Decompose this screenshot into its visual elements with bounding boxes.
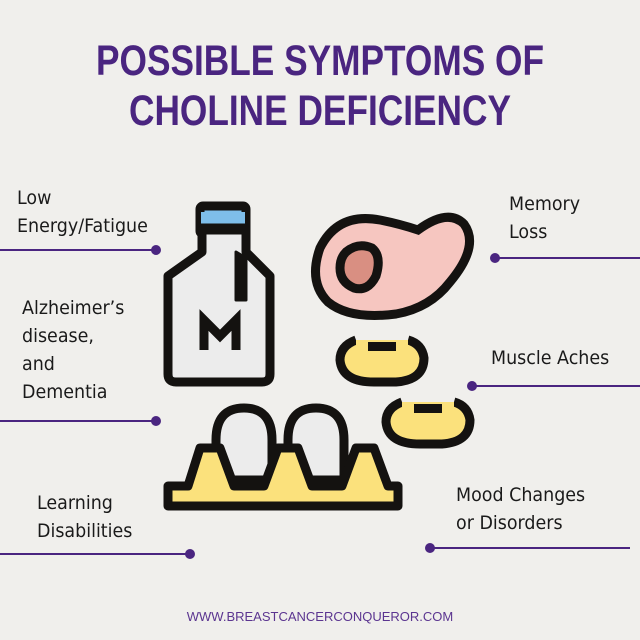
title-line-2: CHOLINE DEFICIENCY — [128, 87, 512, 135]
connector-line — [0, 553, 190, 555]
connector-dot — [151, 416, 161, 426]
symptom-text: Memory — [509, 193, 581, 215]
symptom-text: disease, — [22, 325, 94, 347]
symptom-low-energy: Low Energy/Fatigue — [17, 184, 148, 240]
meat-steak-icon — [311, 212, 475, 320]
symptom-memory-loss: Memory Loss — [509, 190, 580, 246]
page-title: POSSIBLE SYMPTOMS OF CHOLINE DEFICIENCY — [58, 36, 583, 136]
title-line-1: POSSIBLE SYMPTOMS OF — [95, 37, 545, 85]
symptom-mood-changes: Mood Changes or Disorders — [456, 481, 585, 537]
connector-line — [495, 257, 640, 259]
connector-line — [472, 385, 640, 387]
connector-dot — [185, 549, 195, 559]
symptom-alzheimers: Alzheimer’s disease, and Dementia — [22, 294, 124, 406]
symptom-text: or Disorders — [456, 512, 563, 534]
symptom-text: Muscle Aches — [491, 347, 610, 369]
symptom-text: Energy/Fatigue — [17, 215, 148, 237]
egg-carton-icon — [163, 403, 403, 511]
bean-icon — [381, 397, 475, 449]
symptom-muscle-aches: Muscle Aches — [491, 344, 609, 372]
connector-line — [430, 547, 630, 549]
symptom-text: Disabilities — [37, 520, 133, 542]
symptom-text: Alzheimer’s — [22, 297, 125, 319]
symptom-text: Dementia — [22, 381, 108, 403]
symptom-text: Loss — [509, 221, 548, 243]
milk-bottle-icon — [163, 201, 275, 387]
footer-website-url: WWW.BREASTCANCERCONQUEROR.COM — [186, 609, 454, 624]
symptom-text: Mood Changes — [456, 484, 586, 506]
symptom-learning-disabilities: Learning Disabilities — [37, 489, 132, 545]
symptom-text: Learning — [37, 492, 113, 514]
symptom-text: Low — [17, 187, 52, 209]
bean-icon — [335, 335, 429, 387]
connector-line — [0, 249, 156, 251]
connector-dot — [151, 245, 161, 255]
symptom-text: and — [22, 353, 55, 375]
choline-foods-illustration — [163, 201, 475, 511]
connector-line — [0, 420, 156, 422]
